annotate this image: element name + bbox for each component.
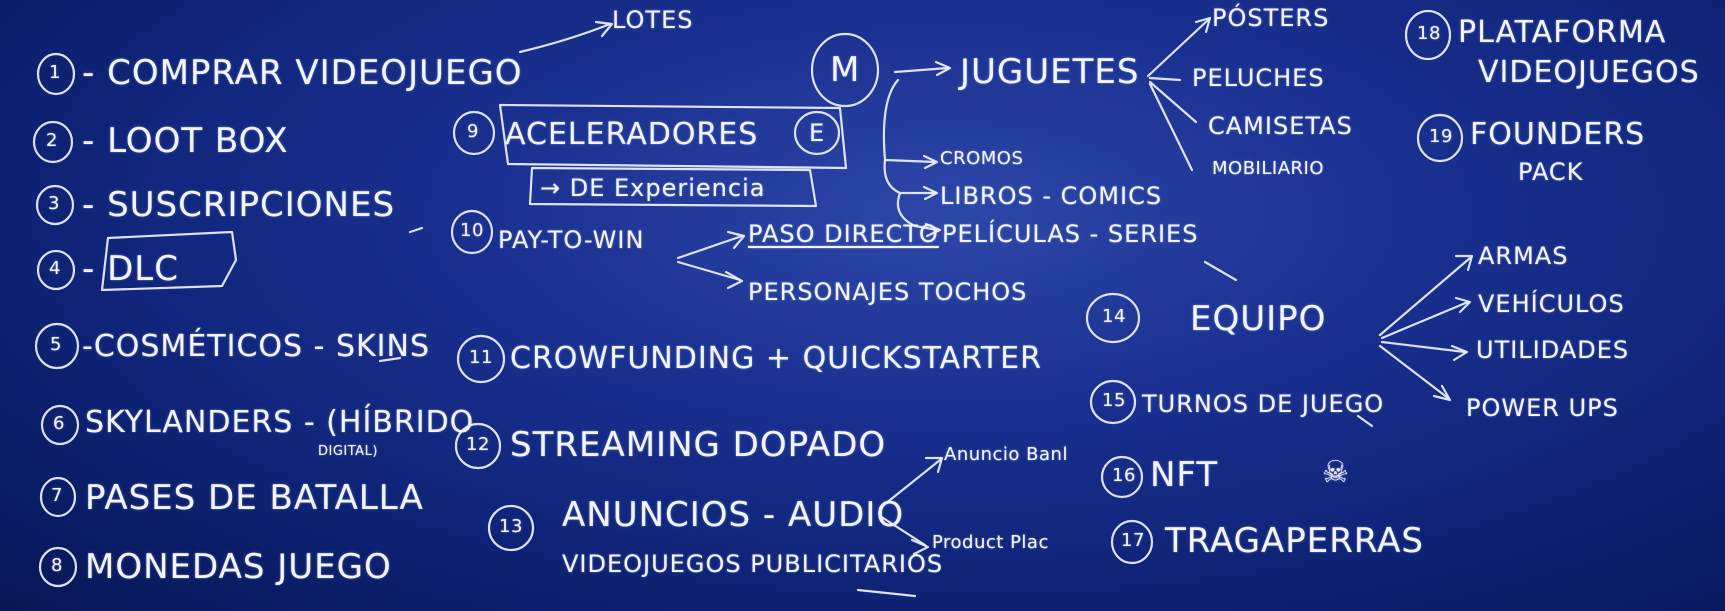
item-num: 12: [466, 434, 490, 455]
anuncios-branch-product: Product Plac: [932, 532, 1049, 553]
item-num: 2: [46, 130, 58, 151]
item-cosmeticos: -COSMÉTICOS - SKINS: [82, 329, 430, 364]
merch-juguetes: JUGUETES: [960, 52, 1140, 92]
item-anuncios-audio: ANUNCIOS - AUDIO: [562, 495, 905, 535]
item-tragaperras: TRAGAPERRAS: [1165, 521, 1424, 561]
experience-badge: E: [809, 119, 826, 147]
equipo-power-ups: POWER UPS: [1466, 394, 1619, 422]
equipo-armas: ARMAS: [1478, 242, 1569, 270]
item-num: 11: [469, 347, 493, 368]
item-founders: FOUNDERS: [1470, 117, 1646, 152]
item-num: 4: [49, 258, 61, 279]
juguetes-camisetas: CAMISETAS: [1208, 112, 1353, 140]
juguetes-mobiliario: MOBILIARIO: [1212, 158, 1324, 179]
pay-branch-paso-directo: PASO DIRECTO: [748, 220, 939, 248]
item-num: 9: [467, 121, 479, 142]
item-suscripciones: - SUSCRIPCIONES: [82, 185, 396, 225]
item-turnos-juego: TURNOS DE JUEGO: [1142, 390, 1385, 418]
item-num: 14: [1102, 306, 1126, 327]
equipo-vehiculos: VEHÍCULOS: [1478, 290, 1625, 318]
pay-branch-personajes: PERSONAJES TOCHOS: [748, 278, 1028, 306]
item-nft: NFT: [1150, 455, 1219, 495]
item-num: 5: [50, 334, 62, 355]
item-monedas-juego: MONEDAS JUEGO: [85, 547, 392, 587]
item-equipo: EQUIPO: [1190, 299, 1327, 339]
skull-icon: ☠: [1322, 455, 1350, 490]
item-num: 6: [53, 413, 65, 434]
anuncios-branch-banner: Anuncio Banl: [944, 444, 1068, 465]
item-num: 19: [1429, 126, 1453, 147]
item-num: 16: [1112, 465, 1136, 486]
aceleradores-sub: → DE Experiencia: [540, 174, 766, 202]
item-dlc: - DLC: [82, 249, 179, 289]
item-plataforma: PLATAFORMA: [1458, 15, 1667, 50]
item-num: 18: [1417, 23, 1441, 44]
juguetes-posters: PÓSTERS: [1212, 4, 1330, 32]
item-num: 7: [51, 485, 63, 506]
item-loot-box: - LOOT BOX: [82, 121, 289, 161]
item-streaming-dopado: STREAMING DOPADO: [510, 425, 887, 465]
merch-libros-comics: LIBROS - COMICS: [940, 182, 1163, 210]
item-comprar-videojuego: - COMPRAR VIDEOJUEGO: [82, 53, 523, 93]
item-skylanders: SKYLANDERS - (HÍBRIDO: [85, 405, 475, 440]
lotes-label: LOTES: [612, 6, 694, 34]
item-crowfunding: CROWFUNDING + QUICKSTARTER: [510, 341, 1042, 376]
juguetes-peluches: PELUCHES: [1192, 64, 1325, 92]
item-num: 13: [499, 516, 523, 537]
item-aceleradores: ACELERADORES: [505, 117, 759, 152]
hibrido-note: DIGITAL): [318, 444, 378, 459]
item-num: 17: [1121, 530, 1145, 551]
item-pases-batalla: PASES DE BATALLA: [85, 478, 424, 518]
item-num: 1: [49, 62, 61, 83]
item-num: 3: [48, 193, 60, 214]
item-num: 15: [1102, 390, 1126, 411]
item-pay-to-win: PAY-TO-WIN: [498, 226, 645, 254]
merch-m-label: M: [830, 50, 861, 90]
merch-cromos: CROMOS: [940, 148, 1024, 169]
item-plataforma-line2: VIDEOJUEGOS: [1478, 55, 1700, 90]
anuncios-line2: VIDEOJUEGOS PUBLICITARIOS: [562, 550, 944, 578]
item-num: 8: [51, 555, 63, 576]
item-num: 10: [460, 220, 484, 241]
merch-peliculas-series: PELÍCULAS - SERIES: [942, 220, 1199, 248]
item-founders-pack: PACK: [1518, 158, 1584, 186]
equipo-utilidades: UTILIDADES: [1476, 336, 1630, 364]
